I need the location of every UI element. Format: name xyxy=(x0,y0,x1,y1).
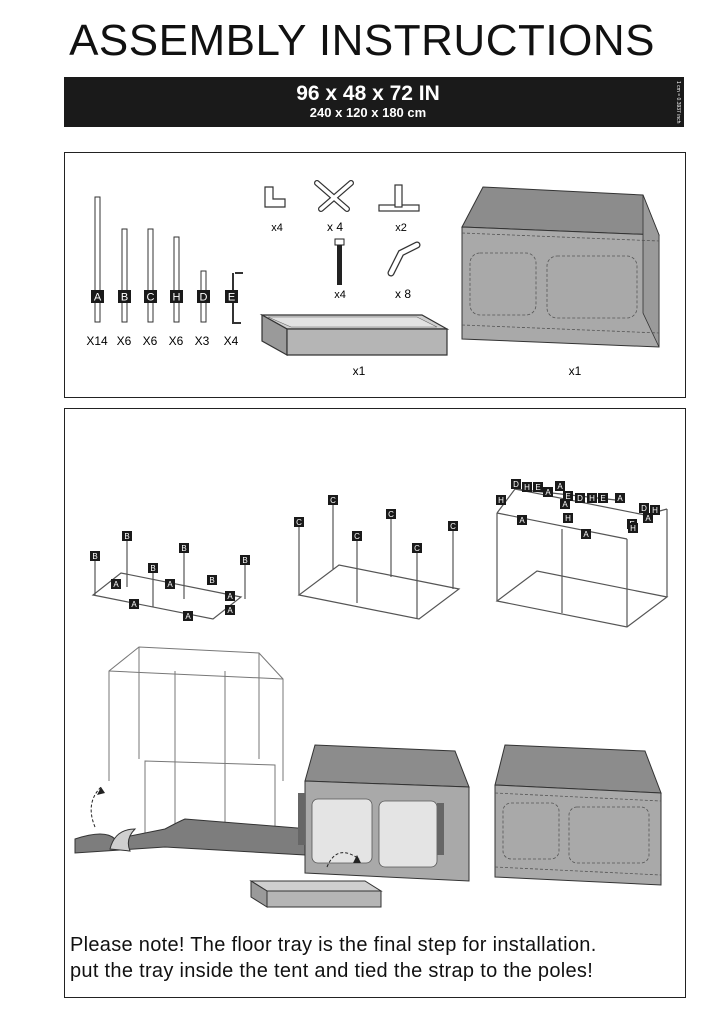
dimensions-imperial: 96 x 48 x 72 IN xyxy=(296,82,440,105)
note-line-1: Please note! The floor tray is the final… xyxy=(70,934,597,956)
svg-text:X14: X14 xyxy=(86,334,108,348)
parts-panel: A X14 B X6 C X6 H X6 D X3 xyxy=(64,152,686,398)
pole-d: D X3 xyxy=(195,270,210,348)
svg-text:D: D xyxy=(513,480,519,489)
svg-text:X6: X6 xyxy=(143,334,158,348)
installation-note: Please note! The floor tray is the final… xyxy=(70,932,690,984)
step-2-labels: C C C C C C xyxy=(294,495,458,553)
strap-icon: x4 xyxy=(334,238,346,301)
parts-illustration: A X14 B X6 C X6 H X6 D X3 xyxy=(86,180,660,378)
unit-conversion-tab: 1 cm = 0.3937 inch xyxy=(672,77,684,127)
svg-text:C: C xyxy=(388,510,394,519)
step-5-cover-installed xyxy=(298,744,470,882)
svg-text:A: A xyxy=(227,606,233,615)
pole-h: H X6 xyxy=(169,236,184,348)
svg-text:x1: x1 xyxy=(569,364,582,378)
svg-text:x2: x2 xyxy=(395,222,407,234)
svg-text:H: H xyxy=(589,494,595,503)
pole-e: E X4 xyxy=(224,272,243,348)
tent-cover: x1 xyxy=(461,186,660,378)
step-4-floor-tray xyxy=(249,880,383,908)
svg-text:C: C xyxy=(450,522,456,531)
svg-text:H: H xyxy=(630,524,636,533)
svg-text:C: C xyxy=(330,496,336,505)
svg-text:A: A xyxy=(562,500,568,509)
svg-text:C: C xyxy=(147,292,155,304)
svg-text:A: A xyxy=(519,516,525,525)
angle-connector-icon: x 8 xyxy=(387,241,421,301)
pole-b: B X6 xyxy=(117,228,132,348)
svg-text:x4: x4 xyxy=(334,289,346,301)
svg-text:D: D xyxy=(577,494,583,503)
svg-text:A: A xyxy=(113,580,119,589)
svg-text:A: A xyxy=(557,482,563,491)
cross-connector-icon: x 4 xyxy=(314,180,354,234)
svg-text:A: A xyxy=(617,494,623,503)
step-6-finished-tent xyxy=(494,744,662,886)
svg-text:B: B xyxy=(124,532,129,541)
step-3-labels: H D H E A A E D H E A D H A E A H A H A xyxy=(496,479,660,539)
svg-text:B: B xyxy=(150,564,155,573)
svg-text:A: A xyxy=(227,592,233,601)
steps-illustration: B B B B B B A A A A A A C C C C xyxy=(74,479,669,908)
svg-text:H: H xyxy=(652,506,658,515)
page-title: ASSEMBLY INSTRUCTIONS xyxy=(69,16,655,65)
svg-text:B: B xyxy=(209,576,214,585)
svg-text:C: C xyxy=(354,532,360,541)
svg-text:E: E xyxy=(535,483,540,492)
svg-text:A: A xyxy=(583,530,589,539)
svg-text:x 4: x 4 xyxy=(327,220,343,234)
svg-text:B: B xyxy=(121,292,128,304)
svg-text:X3: X3 xyxy=(195,334,210,348)
step-1-base-frame xyxy=(91,535,246,620)
svg-text:E: E xyxy=(600,494,605,503)
svg-text:X6: X6 xyxy=(169,334,184,348)
dimensions-banner: 96 x 48 x 72 IN 240 x 120 x 180 cm xyxy=(64,77,672,127)
svg-text:A: A xyxy=(167,580,173,589)
svg-text:C: C xyxy=(414,544,420,553)
svg-text:E: E xyxy=(228,292,235,304)
floor-tray: x1 xyxy=(259,313,450,378)
svg-text:B: B xyxy=(92,552,97,561)
tee-connector-icon: x2 xyxy=(378,184,420,234)
svg-text:E: E xyxy=(565,492,570,501)
step-1-labels: B B B B B B A A A A A A xyxy=(90,531,250,621)
svg-text:B: B xyxy=(242,556,247,565)
svg-text:H: H xyxy=(524,483,530,492)
svg-text:D: D xyxy=(641,504,647,513)
step-2-vertical-poles xyxy=(297,501,461,620)
steps-panel: B B B B B B A A A A A A C C C C xyxy=(64,408,686,998)
svg-text:X4: X4 xyxy=(224,334,239,348)
dimensions-metric: 240 x 120 x 180 cm xyxy=(309,105,427,120)
svg-text:x 8: x 8 xyxy=(395,287,411,301)
svg-text:A: A xyxy=(545,488,551,497)
svg-text:A: A xyxy=(94,292,102,304)
svg-text:H: H xyxy=(498,496,504,505)
svg-text:A: A xyxy=(185,612,191,621)
svg-text:x4: x4 xyxy=(271,222,283,234)
svg-text:A: A xyxy=(131,600,137,609)
svg-text:C: C xyxy=(296,518,302,527)
svg-text:A: A xyxy=(645,514,651,523)
svg-text:X6: X6 xyxy=(117,334,132,348)
svg-text:D: D xyxy=(200,292,208,304)
elbow-connector-icon: x4 xyxy=(264,186,286,234)
svg-text:B: B xyxy=(181,544,186,553)
svg-text:x1: x1 xyxy=(353,364,366,378)
svg-text:H: H xyxy=(565,514,571,523)
note-line-2: put the tray inside the tent and tied th… xyxy=(70,960,594,982)
step-4-frame-with-cover xyxy=(74,646,337,856)
pole-a: A X14 xyxy=(86,196,108,348)
svg-text:H: H xyxy=(173,292,181,304)
pole-c: C X6 xyxy=(143,228,158,348)
